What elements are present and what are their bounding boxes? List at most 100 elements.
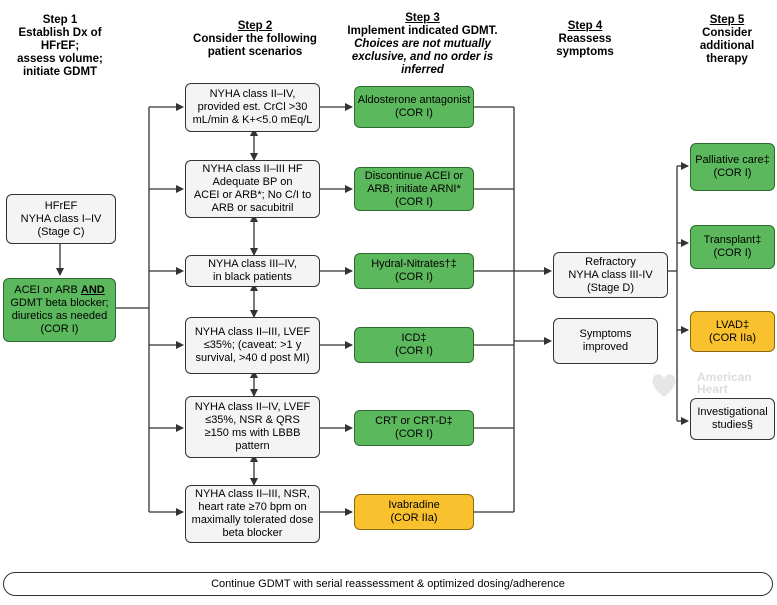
scenario-line: ≥150 ms with LBBB [204, 427, 301, 439]
therapy-cor: (COR I) [395, 195, 433, 208]
gdmt-first-line: ACEI or ARB AND [14, 284, 104, 297]
additional-cor: (COR IIa) [708, 331, 757, 344]
hfref-class: NYHA class I–IV [20, 212, 102, 225]
aha-watermark: American Heart [652, 371, 752, 397]
refractory-line: Refractory [585, 255, 636, 268]
gdmt-line: diuretics as needed [11, 310, 108, 322]
improved-box: Symptoms improved [553, 318, 658, 364]
hfref-box: HFrEF NYHA class I–IV (Stage C) [6, 194, 116, 244]
step3-title: Step 3 [405, 12, 440, 24]
step2-line: Consider the following [193, 33, 317, 45]
step1-line: Establish Dx of HFrEF; [18, 27, 102, 52]
step2-title: Step 2 [237, 20, 273, 32]
additional-cor: (COR I) [713, 247, 752, 259]
therapy-line: Hydral-Nitrates†‡ [371, 258, 457, 270]
step3-header: Step 3 Implement indicated GDMT. Choices… [335, 12, 510, 77]
therapy-line: Aldosterone antagonist [357, 94, 471, 106]
additional-line: Palliative care‡ [695, 154, 770, 166]
therapy-box: Hydral-Nitrates†‡ (COR I) [354, 253, 474, 289]
therapy-cor: (COR IIa) [390, 512, 438, 524]
additional-line: studies§ [712, 419, 753, 431]
step4-header: Step 4 Reassess symptoms [535, 20, 635, 59]
step3-italic: inferred [401, 64, 444, 76]
scenario-line: pattern [235, 440, 270, 452]
improved-line: improved [582, 341, 629, 353]
scenario-line: NYHA class III–IV, [208, 258, 297, 270]
step1-header: Step 1 Establish Dx of HFrEF; assess vol… [0, 14, 120, 79]
step5-line: therapy [706, 53, 748, 65]
therapy-line: Discontinue ACEI or [364, 169, 464, 182]
step5-line: additional [699, 40, 755, 52]
additional-line: Investigational [697, 406, 768, 418]
refractory-box: Refractory NYHA class III-IV (Stage D) [553, 252, 668, 298]
scenario-line: Adequate BP on [212, 176, 293, 188]
gdmt-and: AND [80, 284, 105, 296]
therapy-line: CRT or CRT-D‡ [375, 415, 453, 427]
scenario-box: NYHA class II–IV, LVEF ≤35%, NSR & QRS ≥… [185, 396, 320, 458]
scenario-line: survival, >40 d post MI) [195, 352, 310, 364]
therapy-box: ICD‡ (COR I) [354, 327, 474, 363]
additional-box: Palliative care‡ (COR I) [690, 143, 775, 191]
scenario-line: NYHA class II–IV, LVEF [194, 401, 311, 413]
step3-line: Implement indicated GDMT. [347, 25, 498, 37]
scenario-line: ≤35%; (caveat: >1 y [203, 339, 302, 351]
therapy-box: CRT or CRT-D‡ (COR I) [354, 410, 474, 446]
scenario-line: maximally tolerated dose [191, 514, 314, 526]
scenario-line: NYHA class II–III, LVEF [194, 326, 311, 338]
step4-line: symptoms [556, 46, 614, 58]
scenario-line: ARB or sacubitril [211, 202, 294, 214]
additional-line: Transplant‡ [703, 234, 762, 246]
gdmt-pre: ACEI or ARB [14, 284, 81, 296]
step4-title: Step 4 [567, 20, 603, 32]
scenario-box: NYHA class III–IV, in black patients [185, 255, 320, 287]
therapy-line: Ivabradine [388, 499, 440, 511]
hfref-stage: (Stage C) [37, 225, 85, 238]
scenario-box: NYHA class II–IV, provided est. CrCl >30… [185, 83, 320, 132]
step2-line: patient scenarios [207, 46, 303, 58]
scenario-line: NYHA class II–IV, [209, 88, 296, 100]
gdmt-cor: (COR I) [40, 323, 79, 335]
therapy-box: Aldosterone antagonist (COR I) [354, 86, 474, 128]
step1-line: assess volume; [17, 53, 103, 65]
scenario-line: beta blocker [222, 527, 283, 539]
additional-box: LVAD‡ (COR IIa) [690, 311, 775, 352]
gdmt-box: ACEI or ARB AND GDMT beta blocker; diure… [3, 278, 116, 342]
scenario-line: mL/min & K+<5.0 mEq/L [192, 114, 313, 126]
step4-line: Reassess [558, 33, 612, 45]
scenario-line: NYHA class II–III HF [202, 163, 303, 175]
therapy-cor: (COR I) [395, 271, 433, 283]
heart-torch-icon [652, 374, 676, 397]
step1-title: Step 1 [42, 14, 78, 26]
refractory-line: (Stage D) [586, 281, 635, 294]
scenario-line: heart rate ≥70 bpm on [198, 501, 307, 513]
scenario-box: NYHA class II–III, NSR, heart rate ≥70 b… [185, 485, 320, 543]
improved-line: Symptoms [579, 328, 632, 340]
therapy-cor: (COR I) [395, 107, 433, 119]
step2-header: Step 2 Consider the following patient sc… [180, 20, 330, 59]
therapy-line: ICD‡ [401, 332, 427, 344]
therapy-cor: (COR I) [395, 428, 433, 440]
step5-line: Consider [702, 27, 752, 39]
refractory-line: NYHA class III-IV [568, 268, 653, 281]
additional-cor: (COR I) [713, 167, 752, 179]
scenario-line: NYHA class II–III, NSR, [195, 488, 310, 500]
hfref-label: HFrEF [44, 199, 78, 212]
scenario-line: in black patients [213, 271, 292, 283]
step1-line: initiate GDMT [22, 66, 98, 78]
scenario-box: NYHA class II–III, LVEF ≤35%; (caveat: >… [185, 317, 320, 374]
watermark-line: Heart [697, 382, 728, 396]
step5-title: Step 5 [709, 14, 745, 26]
step5-header: Step 5 Consider additional therapy [677, 14, 777, 66]
scenario-box: NYHA class II–III HF Adequate BP on ACEI… [185, 160, 320, 218]
scenario-line: provided est. CrCl >30 [197, 101, 308, 113]
therapy-box: Discontinue ACEI or ARB; initiate ARNI* … [354, 167, 474, 211]
footer-text: Continue GDMT with serial reassessment &… [211, 577, 565, 590]
additional-box: Investigational studies§ [690, 398, 775, 440]
step3-italic: exclusive, and no order is [351, 51, 494, 63]
gdmt-line: GDMT beta blocker; [10, 297, 109, 309]
therapy-box: Ivabradine (COR IIa) [354, 494, 474, 530]
scenario-line: ≤35%, NSR & QRS [205, 414, 300, 426]
additional-line: LVAD‡ [715, 318, 750, 331]
therapy-cor: (COR I) [395, 345, 433, 357]
